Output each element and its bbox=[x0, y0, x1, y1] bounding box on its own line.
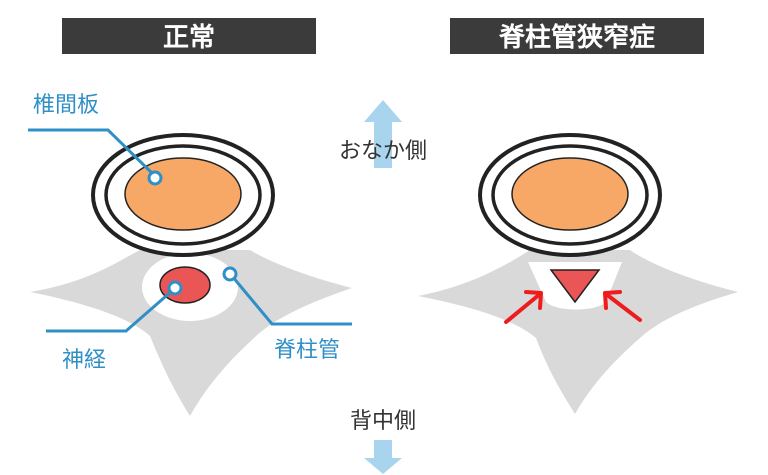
leader-canal bbox=[222, 266, 352, 326]
normal-disc bbox=[124, 157, 242, 231]
stenosis-bone-shape bbox=[418, 250, 738, 414]
stenosis-nerve bbox=[549, 269, 601, 304]
compression-arrow-right-icon bbox=[603, 290, 642, 322]
canal-label: 脊柱管 bbox=[274, 338, 340, 363]
title-stenosis-bg bbox=[450, 18, 704, 54]
title-normal-bg bbox=[62, 18, 316, 54]
compression-arrow-left-icon bbox=[504, 290, 543, 324]
front-side-label: おなか側 bbox=[339, 139, 427, 164]
normal-bone-shape bbox=[30, 250, 352, 416]
leader-nerve bbox=[46, 280, 183, 333]
disc-label: 椎間板 bbox=[33, 93, 99, 118]
title-normal: 正常 bbox=[163, 23, 215, 53]
leader-disc bbox=[28, 128, 163, 186]
title-normal-banner: 正常 bbox=[62, 18, 316, 54]
title-stenosis: 脊柱管狭窄症 bbox=[498, 22, 655, 53]
normal-nerve bbox=[159, 266, 211, 304]
back-arrow-icon bbox=[364, 440, 402, 474]
normal-vertebra bbox=[30, 133, 352, 416]
title-stenosis-banner: 脊柱管狭窄症 bbox=[450, 18, 704, 54]
nerve-label: 神経 bbox=[62, 348, 106, 373]
stenosis-disc bbox=[511, 157, 629, 231]
back-side-label: 背中側 bbox=[350, 409, 416, 434]
front-arrow-icon bbox=[364, 100, 402, 168]
stenosis-vertebra bbox=[418, 133, 738, 414]
